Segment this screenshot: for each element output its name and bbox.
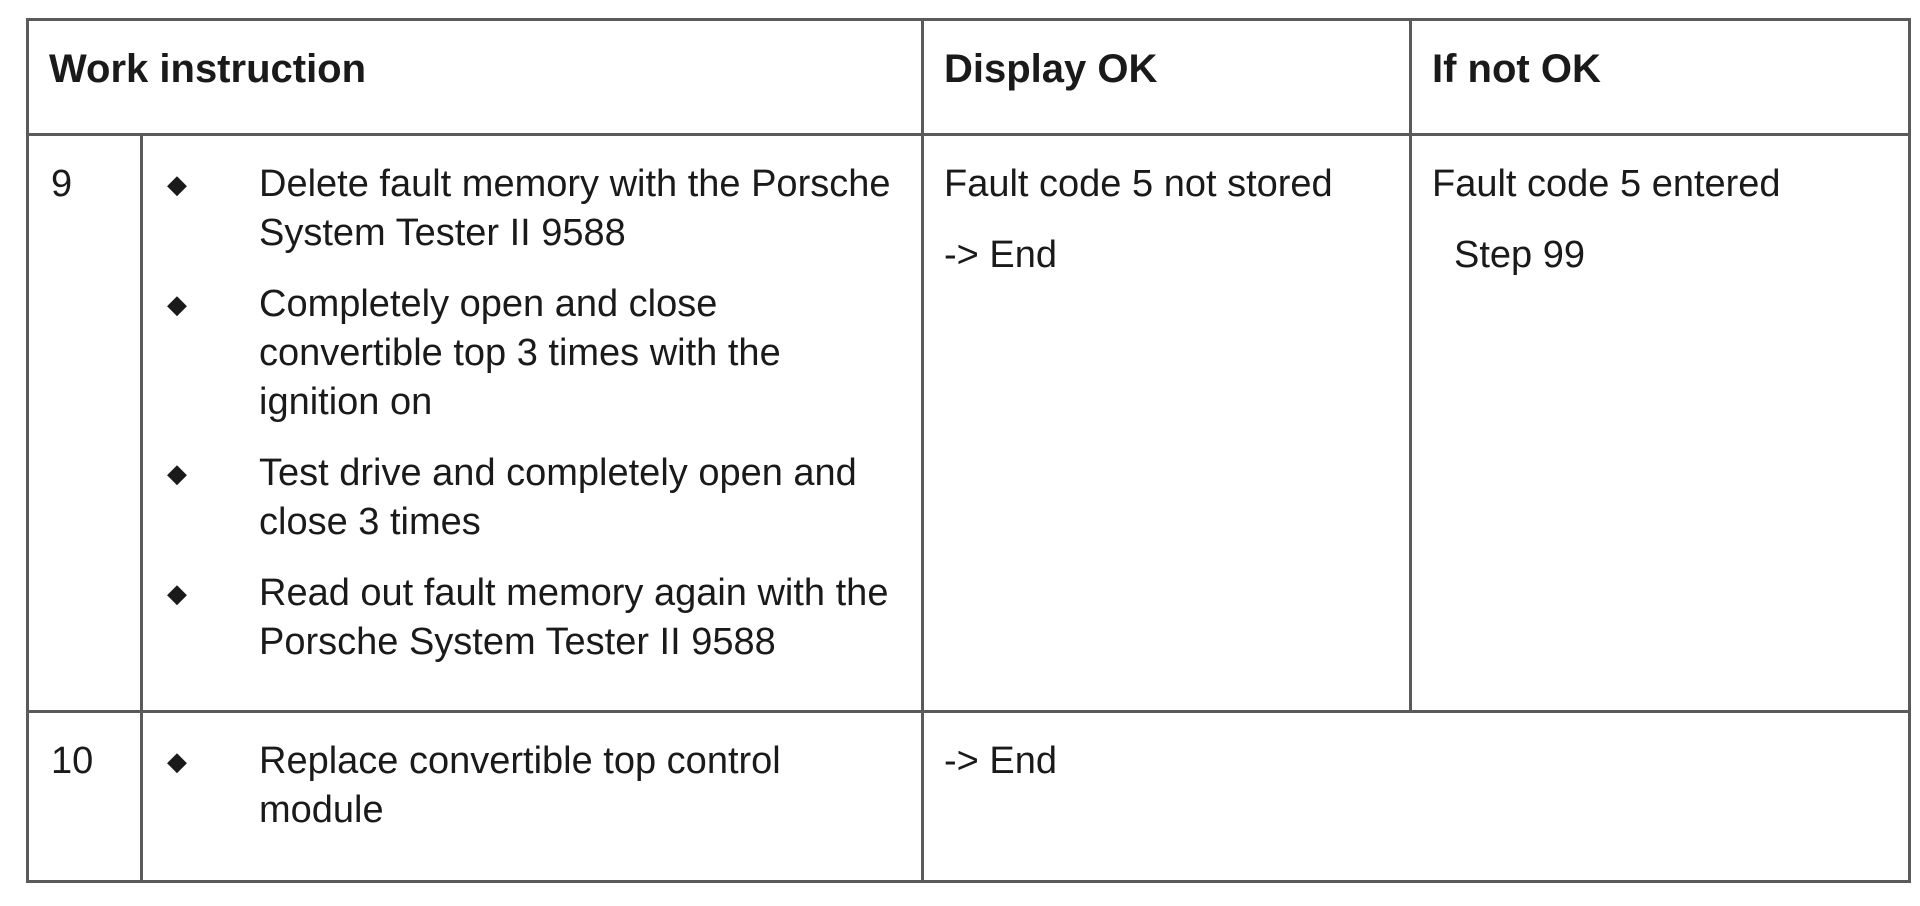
document-page: Work instruction Display OK If not OK 9 …: [26, 18, 1911, 883]
header-if-not-ok-label: If not OK: [1432, 47, 1601, 91]
instruction-text: Delete fault memory with the Porsche Sys…: [259, 163, 891, 254]
diamond-bullet-icon: ◆: [167, 458, 187, 488]
instruction-item: ◆ Replace convertible top control module: [143, 737, 911, 835]
display-ok-cell: Fault code 5 not stored -> End: [921, 133, 1412, 713]
header-if-not-ok: If not OK: [1409, 18, 1911, 136]
diamond-bullet-icon: ◆: [167, 289, 187, 319]
diamond-bullet-icon: ◆: [167, 746, 187, 776]
header-work-instruction: Work instruction: [26, 18, 924, 136]
table-row: 10 ◆ Replace convertible top control mod…: [26, 710, 1911, 883]
diamond-bullet-icon: ◆: [167, 169, 187, 199]
display-ok-result: -> End: [944, 234, 1058, 276]
if-not-ok-cell: Fault code 5 entered Step 99: [1409, 133, 1911, 713]
step-number-cell: 10: [26, 710, 143, 883]
instruction-item: ◆ Test drive and completely open and clo…: [143, 449, 911, 547]
header-display-ok: Display OK: [921, 18, 1412, 136]
instruction-list: ◆ Replace convertible top control module: [143, 713, 921, 835]
instruction-item: ◆ Completely open and close convertible …: [143, 280, 911, 427]
display-ok-text: Fault code 5 not stored: [944, 163, 1333, 205]
display-ok-result: -> End: [944, 740, 1058, 782]
step-number: 10: [51, 740, 94, 782]
instruction-cell: ◆ Delete fault memory with the Porsche S…: [140, 133, 924, 713]
instruction-text: Test drive and completely open and close…: [259, 452, 857, 543]
diamond-bullet-icon: ◆: [167, 578, 187, 608]
table-header-row: Work instruction Display OK If not OK: [26, 18, 1911, 136]
instruction-text: Completely open and close convertible to…: [259, 283, 781, 423]
header-display-ok-label: Display OK: [944, 47, 1158, 91]
instruction-text: Read out fault memory again with the Por…: [259, 572, 889, 663]
step-number: 9: [51, 163, 73, 205]
instruction-list: ◆ Delete fault memory with the Porsche S…: [143, 136, 921, 667]
instruction-item: ◆ Read out fault memory again with the P…: [143, 569, 911, 667]
step-number-cell: 9: [26, 133, 143, 713]
instruction-item: ◆ Delete fault memory with the Porsche S…: [143, 160, 911, 258]
instruction-cell: ◆ Replace convertible top control module: [140, 710, 924, 883]
if-not-ok-text: Fault code 5 entered: [1432, 163, 1781, 205]
if-not-ok-result: Step 99: [1454, 234, 1585, 276]
header-work-instruction-label: Work instruction: [49, 47, 367, 91]
display-ok-merged-cell: -> End: [921, 710, 1911, 883]
table-row: 9 ◆ Delete fault memory with the Porsche…: [26, 133, 1911, 713]
instruction-text: Replace convertible top control module: [259, 740, 781, 831]
work-instruction-table: Work instruction Display OK If not OK 9 …: [26, 18, 1911, 883]
